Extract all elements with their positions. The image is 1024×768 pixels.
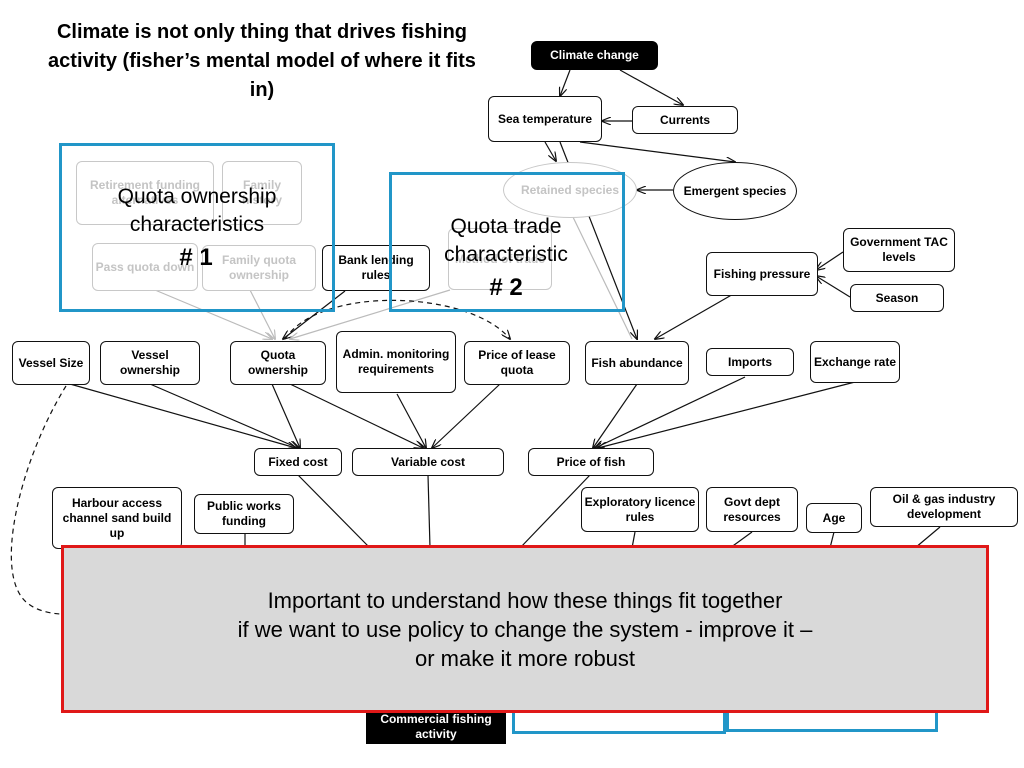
node-imports: Imports [706,348,794,376]
node-bank-lending-rules: Bank lending rules [322,245,430,291]
node-family-quota-ownership: Family quota ownership [202,245,316,291]
link-vesselsize-fixedcost [69,383,296,448]
link-climate-currents [619,69,683,105]
node-vessel-size: Vessel Size [12,341,90,385]
link-climate-sea [560,69,571,96]
highlight-2-number: # 2 [489,274,523,301]
node-price-of-fish: Price of fish [528,448,654,476]
node-exchange-rate: Exchange rate [810,341,900,383]
highlight-2-label: Quota trade characteristic [444,215,568,266]
link-imports-priceoffish [595,376,746,448]
link-leasequota-variablecost [432,383,501,448]
link-priceoffish-down [519,474,591,549]
link-fishabundance-priceoffish [593,383,638,448]
link-quotaownership-variablecost [289,383,423,448]
link-fixedcost-down [297,474,371,549]
node-fishing-pressure: Fishing pressure [706,252,818,296]
node-quota-ownership: Quota ownership [230,341,326,385]
link-familyquota-quota-faded [249,289,275,339]
node-govt-dept-resources: Govt dept resources [706,487,798,532]
link-exchange-priceoffish [598,381,856,448]
node-retained-species: Retained species [503,162,637,218]
link-fishingpressure-fishabundance [655,292,736,339]
node-fish-abundance: Fish abundance [585,341,689,385]
link-sea-retained [544,141,556,161]
node-oil-gas-development: Oil & gas industry development [870,487,1018,527]
highlight-1-label: Quota ownership characteristics [117,185,277,236]
node-price-of-lease-quota: Price of lease quota [464,341,570,385]
node-family-history: Family history [222,161,302,225]
node-emergent-species: Emergent species [673,162,797,220]
node-fixed-cost: Fixed cost [254,448,342,476]
node-age: Age [806,503,862,533]
node-climate-change: Climate change [531,41,658,70]
callout-box: Important to understand how these things… [61,545,989,713]
node-pass-quota-down: Pass quota down [92,243,198,291]
highlight-box-quota-trade [389,172,625,312]
highlight-box-3-fragment [512,712,726,734]
node-public-works-funding: Public works funding [194,494,294,534]
link-methodoftrade-quota-faded [290,289,451,339]
highlight-box-quota-ownership [59,143,335,312]
link-passquota-quota-faded [154,289,272,339]
link-sea-emergent [579,141,735,162]
node-currents: Currents [632,106,738,134]
node-harbour-access: Harbour access channel sand build up [52,487,182,549]
node-season: Season [850,284,944,312]
link-retained-fishabundance-faded [571,214,633,340]
node-vessel-ownership: Vessel ownership [100,341,200,385]
slide-title: Climate is not only thing that drives fi… [48,21,476,101]
link-season-fishingpressure [816,276,851,298]
dashed-link-vesselsize-commercial [10,385,67,615]
node-sea-temperature: Sea temperature [488,96,602,142]
dashed-link-quota-leasequota [284,299,510,339]
link-vesselownership-fixedcost [149,383,298,448]
node-exploratory-licence-rules: Exploratory licence rules [581,487,699,532]
link-tac-fishingpressure [816,251,844,270]
node-commercial-fishing-activity: Commercial fishing activity [366,710,506,744]
callout-line-1: Important to understand how these things… [267,587,783,613]
node-method-of-trade: Method of trade [448,228,552,290]
node-admin-monitoring: Admin. monitoring requirements [336,331,456,393]
node-retirement-alternatives: Retirement funding alternatives [76,161,214,225]
node-government-tac-levels: Government TAC levels [843,228,955,272]
callout-line-2: if we want to use policy to change the s… [237,616,813,642]
callout-line-3: or make it more robust [414,645,636,671]
highlight-1-number: # 1 [179,244,213,271]
link-oilgas-down [914,526,941,549]
link-quotaownership-fixedcost [271,383,300,448]
link-admin-variablecost [396,393,426,448]
link-variablecost-down [427,474,431,549]
node-variable-cost: Variable cost [352,448,504,476]
highlight-box-4-fragment [726,712,938,732]
